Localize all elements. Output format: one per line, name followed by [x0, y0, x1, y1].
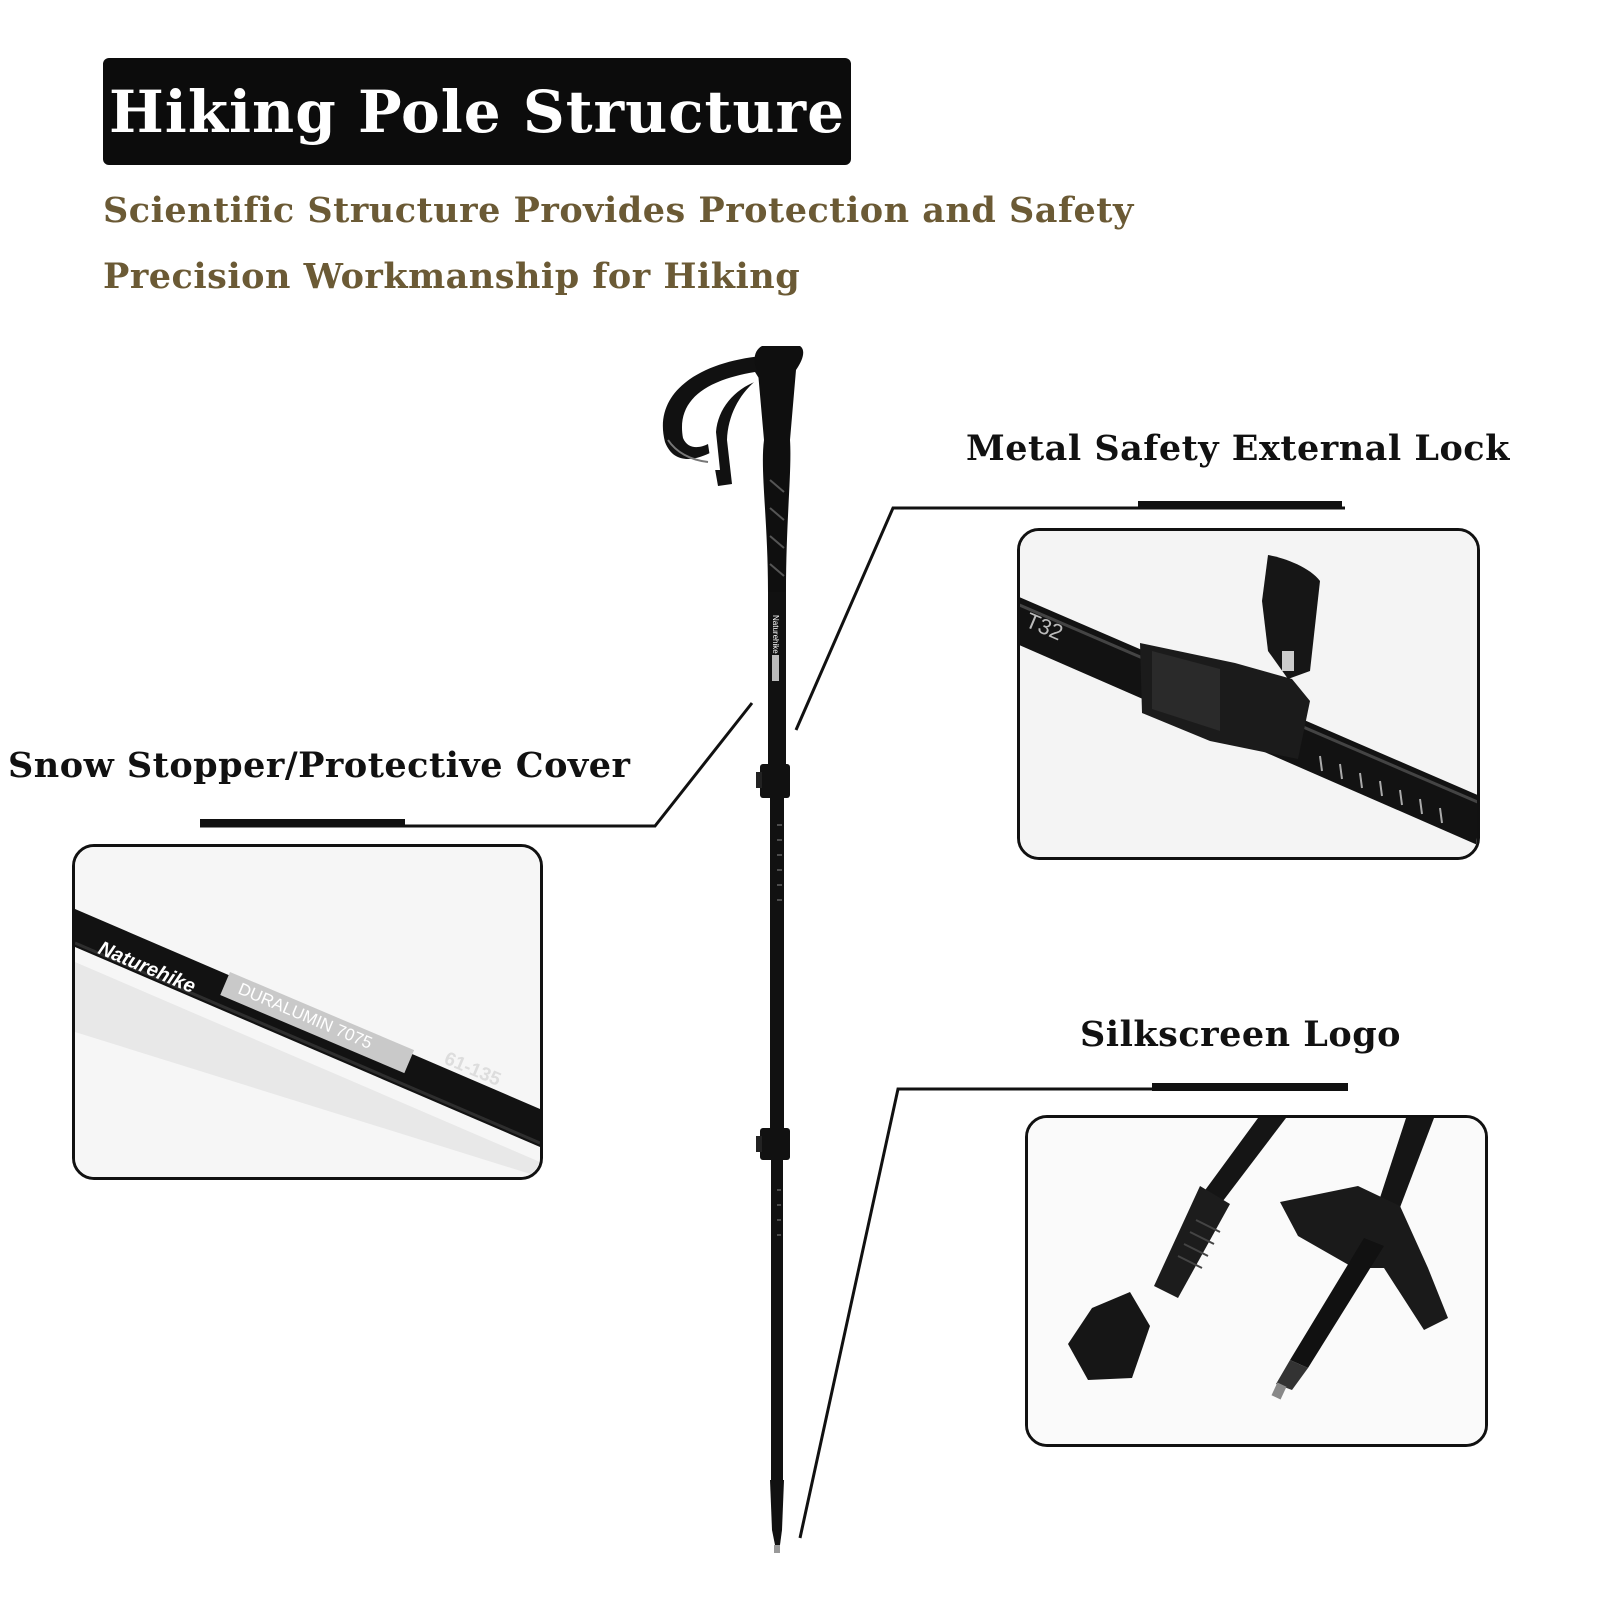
silkscreen-shaft-illustration: Naturehike DURALUMIN 7075 61-135 — [75, 847, 540, 1177]
metal-lock-photo: T32 — [1017, 528, 1480, 860]
subtitle-line-1: Scientific Structure Provides Protection… — [103, 190, 1134, 231]
lower-shaft — [771, 1160, 783, 1480]
subtitle-line-2: Precision Workmanship for Hiking — [103, 256, 801, 297]
middle-shaft — [770, 798, 784, 1128]
svg-text:Naturehike: Naturehike — [771, 615, 780, 654]
label-snow-stopper: Snow Stopper/Protective Cover — [8, 745, 631, 786]
title-banner: Hiking Pole Structure — [103, 58, 851, 165]
pole-tips-illustration — [1028, 1118, 1485, 1444]
left-pole-ferrule — [1154, 1186, 1230, 1298]
tip-basket-photo — [1025, 1115, 1488, 1447]
label-underline-silkscreen — [1152, 1083, 1348, 1091]
pole-tip — [770, 1480, 784, 1545]
label-underline-snow-stopper — [200, 819, 405, 827]
rubber-tip-cap — [1068, 1292, 1150, 1380]
handle-grip — [754, 346, 804, 592]
upper-shaft — [768, 592, 786, 764]
page-title: Hiking Pole Structure — [109, 77, 845, 146]
silkscreen-photo: Naturehike DURALUMIN 7075 61-135 — [72, 844, 543, 1180]
label-underline-metal-lock — [1138, 501, 1342, 509]
carbide-tip — [1276, 1360, 1308, 1390]
metal-lock-illustration: T32 — [1020, 531, 1477, 857]
lock-lever — [1262, 555, 1320, 679]
label-silkscreen-logo: Silkscreen Logo — [1080, 1014, 1402, 1055]
label-metal-safety-external-lock: Metal Safety External Lock — [966, 428, 1510, 469]
lower-lock — [760, 1128, 790, 1160]
wrist-strap — [662, 356, 768, 486]
upper-lock — [760, 764, 790, 798]
